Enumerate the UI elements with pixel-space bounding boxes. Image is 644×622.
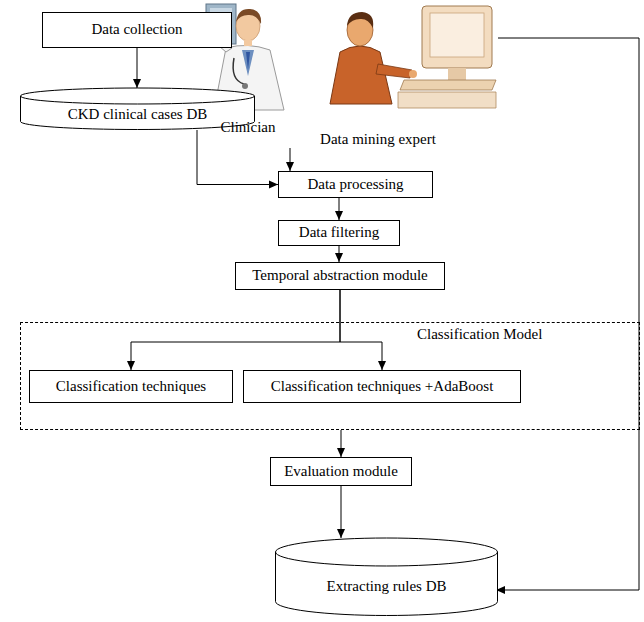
- node-label: Evaluation module: [284, 463, 398, 480]
- flow-arrow: [339, 246, 340, 262]
- node-label: Data mining expert: [318, 131, 438, 148]
- actor-label: Data mining expert: [318, 0, 498, 148]
- node-label: Temporal abstraction module: [252, 267, 428, 284]
- flow-arrow: [197, 130, 278, 185]
- flow-arrow: [496, 38, 639, 590]
- flow-arrow: [341, 430, 342, 457]
- process-box: Temporal abstraction module: [235, 262, 445, 290]
- node-label: Classification techniques +AdaBoost: [271, 378, 494, 395]
- flow-arrow: [290, 148, 291, 171]
- data-mining-expert-figure: [330, 6, 496, 108]
- process-box: Data filtering: [278, 220, 400, 246]
- node-label: Data collection: [91, 21, 182, 38]
- node-label: Data processing: [307, 176, 403, 193]
- node-label: Data filtering: [299, 224, 379, 241]
- flow-arrow: [341, 486, 342, 538]
- group-frame: Classification ModelClassification techn…: [20, 322, 640, 430]
- node-label: Classification Model: [417, 326, 542, 343]
- node-label: CKD clinical cases DB: [68, 95, 208, 123]
- cylinder-outline: [276, 538, 498, 615]
- flow-arrow: [340, 290, 382, 370]
- process-box: Classification techniques +AdaBoost: [243, 370, 521, 403]
- node-label: Extracting rules DB: [327, 559, 447, 596]
- cylinder-outline: [21, 88, 255, 130]
- cylinder-outline: [275, 538, 498, 616]
- actor-label: Clinician: [198, 0, 298, 136]
- process-box: Data processing: [278, 171, 433, 198]
- database-cylinder: CKD clinical cases DB: [20, 88, 255, 130]
- process-box: Data collection: [42, 12, 232, 48]
- process-box: Evaluation module: [270, 457, 412, 486]
- flow-arrow: [339, 198, 340, 220]
- node-label: Clinician: [221, 119, 276, 136]
- process-box: Classification techniques: [29, 370, 233, 403]
- database-cylinder: Extracting rules DB: [275, 538, 498, 616]
- flow-arrow: [131, 290, 340, 370]
- flow-arrow: [137, 48, 138, 88]
- node-label: Classification techniques: [56, 378, 206, 395]
